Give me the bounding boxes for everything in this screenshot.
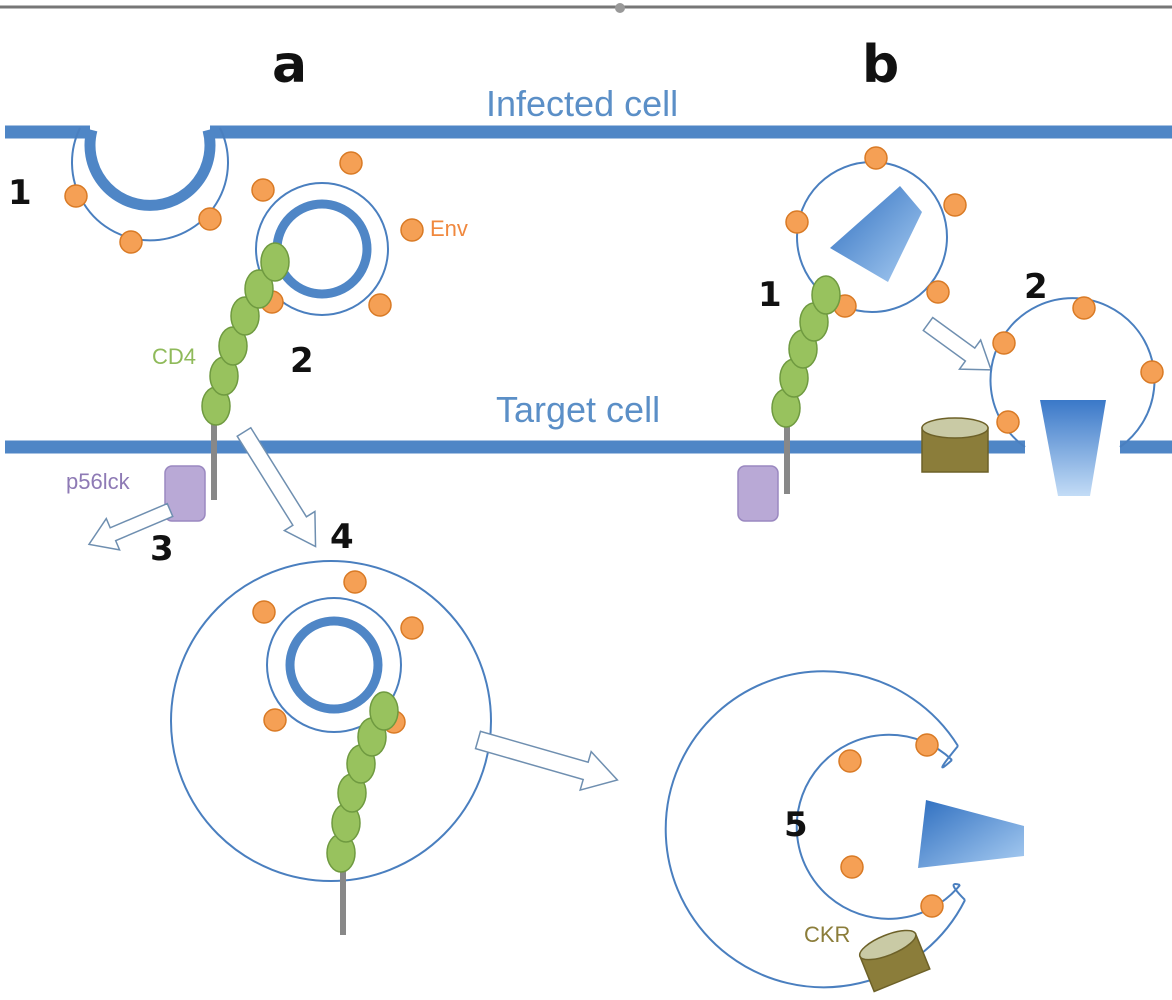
- panel-label-a: a: [272, 35, 307, 95]
- env-spike: [368, 293, 392, 317]
- env-spike: [926, 280, 950, 304]
- ckr-label: CKR: [804, 922, 850, 947]
- env-spike: [996, 410, 1020, 434]
- target-cell-label: Target cell: [496, 389, 660, 430]
- virion-b: [737, 146, 967, 522]
- env-spike: [864, 146, 888, 170]
- fusion-peptide: [918, 800, 1024, 868]
- step-a-2: 2: [290, 341, 314, 381]
- env-spike: [263, 708, 287, 732]
- env-spike: [1140, 360, 1164, 384]
- budding-virion: [64, 127, 229, 254]
- fusion-b: [921, 296, 1164, 496]
- env-spike: [339, 151, 363, 175]
- env-spike: [840, 855, 864, 879]
- fusion-peptide: [1040, 400, 1106, 496]
- cd4-receptor: [201, 242, 290, 500]
- endocytic-vesicle: [170, 560, 492, 935]
- env-spike: [785, 210, 809, 234]
- env-spike: [943, 193, 967, 217]
- env-spike: [251, 178, 275, 202]
- env-spike: [400, 616, 424, 640]
- arrow-step-5: [474, 730, 619, 792]
- env-spike: [64, 184, 88, 208]
- env-spike: [1072, 296, 1096, 320]
- step-b-2: 2: [1024, 267, 1048, 307]
- cd4-label: CD4: [152, 344, 196, 369]
- env-spike: [119, 230, 143, 254]
- arrow-step-b2: [922, 316, 993, 371]
- env-spike: [992, 331, 1016, 355]
- step-a-1: 1: [8, 173, 32, 213]
- arrow-step-4: [236, 426, 317, 548]
- p56lck-kinase: [737, 465, 779, 522]
- env-spike: [400, 218, 424, 242]
- fusion-vesicle: [664, 670, 1024, 993]
- env-label: Env: [430, 216, 468, 241]
- ckr-coreceptor: [858, 929, 931, 993]
- env-spike: [252, 600, 276, 624]
- ckr-coreceptor: [921, 417, 989, 473]
- env-spike: [343, 570, 367, 594]
- fusion-peptide: [830, 186, 922, 282]
- virion-bound: [251, 151, 424, 317]
- env-spike: [915, 733, 939, 757]
- step-a-3: 3: [150, 529, 174, 569]
- p56lck-kinase: [164, 465, 206, 522]
- step-a-4: 4: [330, 517, 354, 557]
- env-spike: [838, 749, 862, 773]
- step-b-1: 1: [758, 275, 782, 315]
- env-spike: [920, 894, 944, 918]
- step-a-5: 5: [784, 805, 808, 845]
- p56lck-label: p56lck: [66, 469, 131, 494]
- infected-cell-label: Infected cell: [486, 83, 678, 124]
- top-divider: [0, 3, 1172, 13]
- arrow-step-3: [87, 502, 174, 551]
- panel-label-b: b: [862, 35, 899, 95]
- env-spike: [198, 207, 222, 231]
